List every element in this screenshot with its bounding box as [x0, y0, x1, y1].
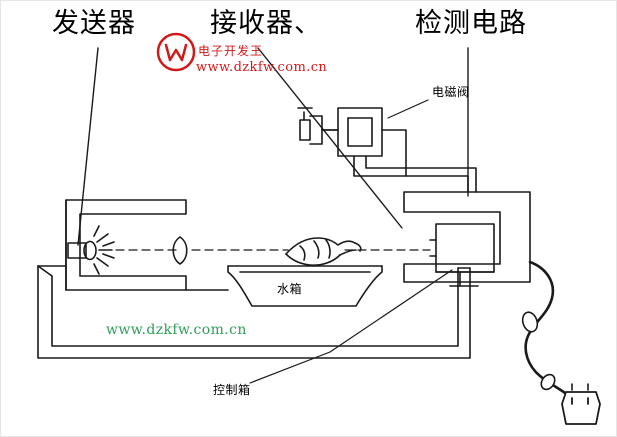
leader-solenoid	[387, 99, 429, 119]
cord-clamp	[521, 311, 556, 391]
transmitter-housing	[65, 199, 187, 291]
solenoid-valve-assembly	[297, 107, 383, 157]
leader-lines	[77, 47, 469, 246]
label-control-box: 控制箱	[213, 383, 251, 397]
label-water-tank: 水箱	[277, 282, 303, 296]
water-tank-basin	[227, 265, 383, 307]
power-plug	[561, 391, 601, 425]
detection-circuit	[403, 191, 531, 287]
label-transmitter: 发送器	[52, 8, 136, 39]
watermark-logo	[156, 32, 196, 72]
leader-control-box	[249, 351, 331, 384]
label-detect-circuit: 检测电路	[415, 8, 527, 39]
plumbing-pipes	[353, 129, 477, 193]
label-solenoid-valve: 电磁阀	[432, 85, 470, 99]
plug-prongs	[571, 383, 589, 391]
hands	[285, 237, 362, 266]
control-box-frame	[37, 265, 471, 359]
watermark-logo-text: 电子开发王	[198, 44, 264, 58]
leader-control-box-2	[329, 269, 453, 353]
watermark-url-green: www.dzkfw.com.cn	[106, 322, 247, 338]
label-receiver: 接收器、	[210, 8, 322, 39]
watermark-url-red: www.dzkfw.com.cn	[196, 60, 328, 75]
transmitter-emitter	[67, 225, 115, 275]
receiver-lens	[172, 236, 188, 265]
